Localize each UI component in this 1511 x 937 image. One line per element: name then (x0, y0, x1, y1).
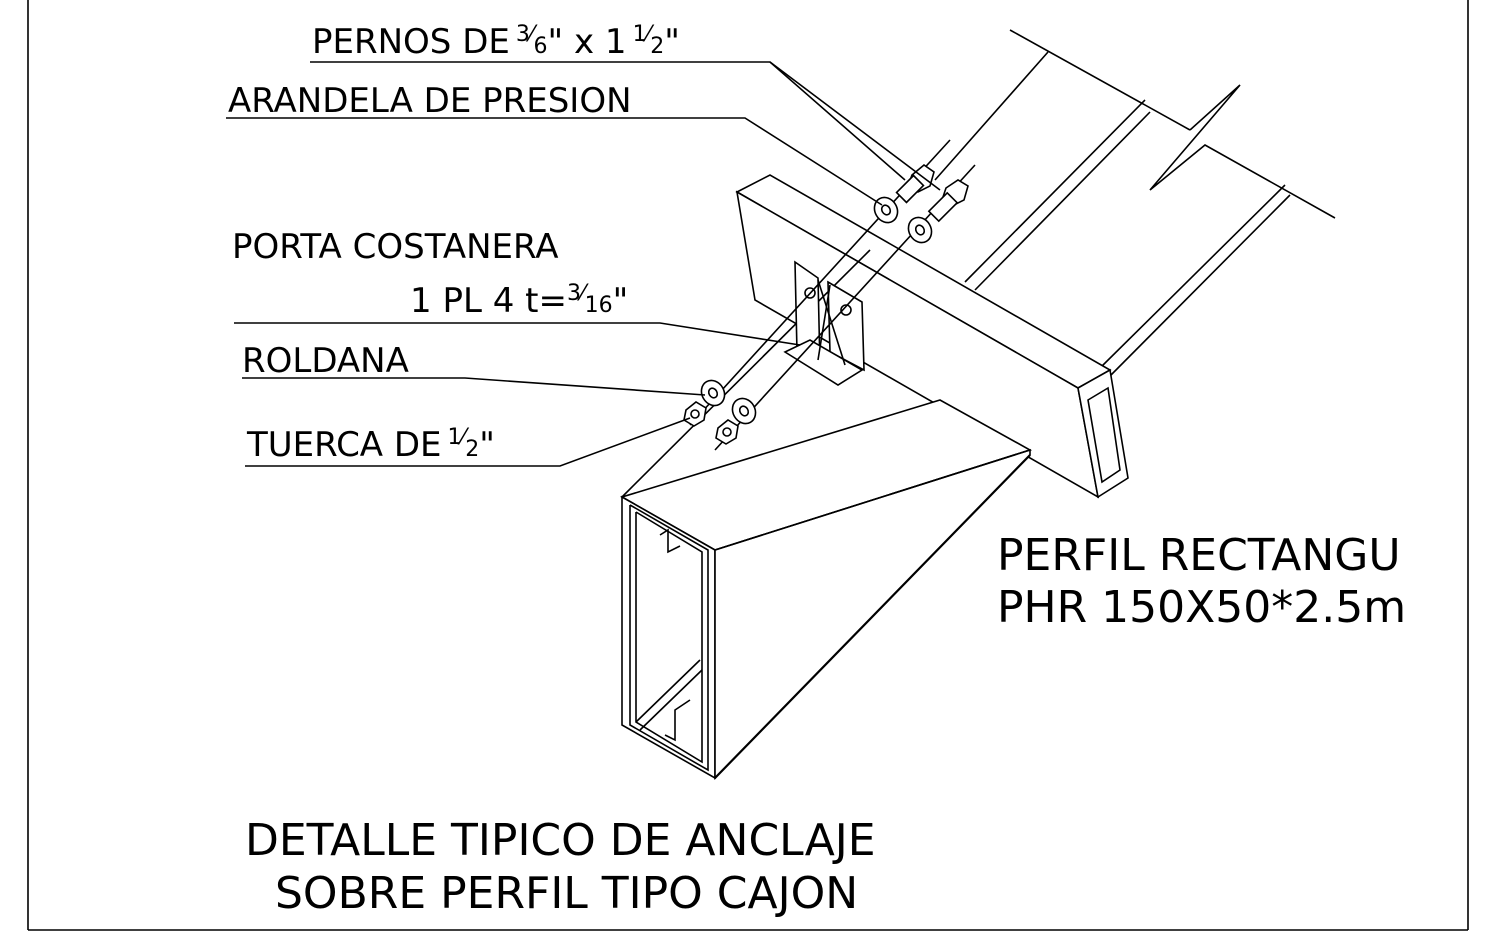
label-roldana: ROLDANA (242, 341, 409, 381)
rectangular-profile (735, 174, 1129, 499)
label-porta-costanera: PORTA COSTANERA (232, 227, 559, 267)
label-porta-plate-spec: 1 PL 4 t=3⁄16" (410, 281, 628, 321)
drawing-title-line1: DETALLE TIPICO DE ANCLAJE (245, 815, 876, 866)
label-perfil-rectangular: PERFIL RECTANGU (997, 530, 1401, 581)
label-arandela: ARANDELA DE PRESION (228, 81, 632, 121)
sheet-frame (27, 0, 1469, 931)
bolt-assembly (683, 139, 976, 451)
drawing-title-line2: SOBRE PERFIL TIPO CAJON (275, 868, 858, 919)
label-perfil-spec: PHR 150X50*2.5m (997, 582, 1406, 633)
purlin-profile (934, 29, 1336, 377)
box-profile (619, 249, 1033, 780)
leader-lines (226, 61, 941, 467)
